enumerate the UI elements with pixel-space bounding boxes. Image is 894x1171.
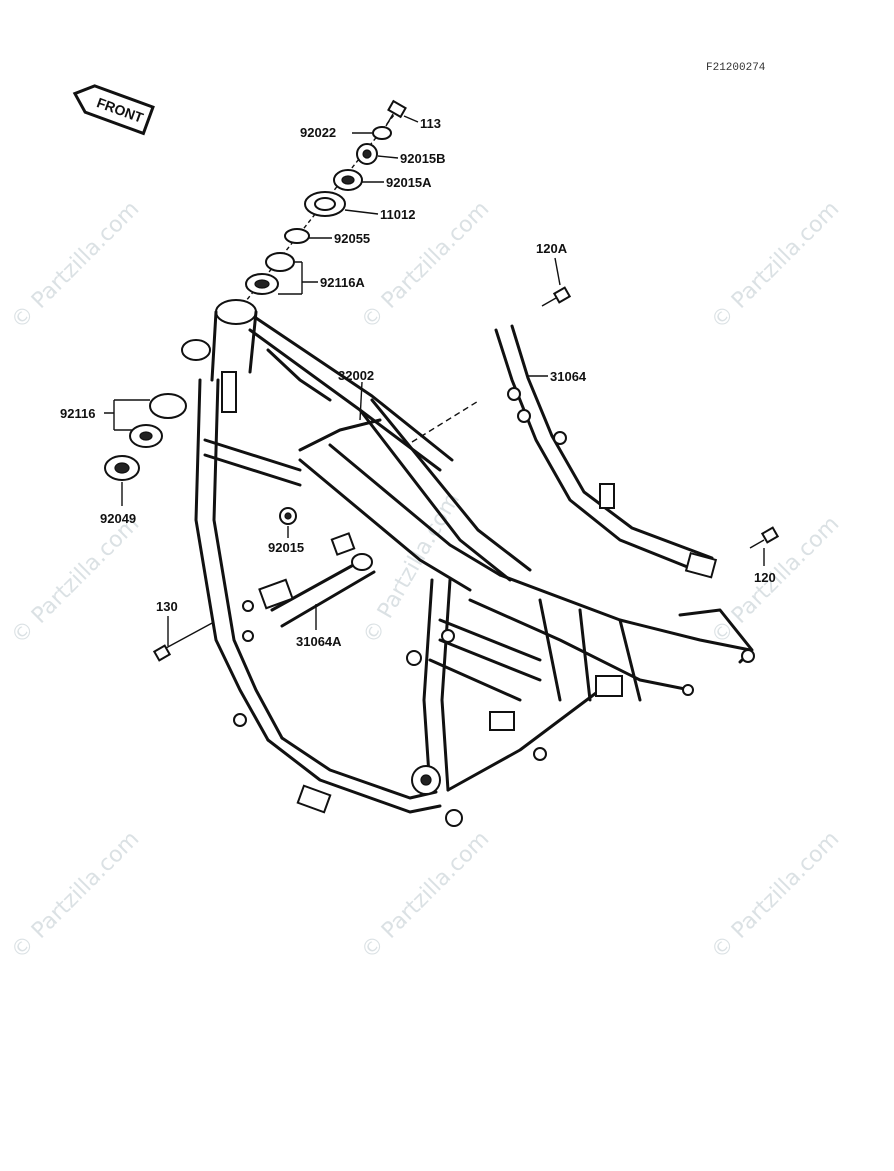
- callout-92055: 92055: [334, 231, 370, 246]
- callout-32002: 32002: [338, 368, 374, 383]
- bolt-120a-part: [541, 286, 572, 307]
- watermark: © Partzilla.com: [357, 827, 495, 965]
- callout-31064: 31064: [550, 369, 587, 384]
- bearing-92116-upper: [149, 393, 187, 419]
- watermark: © Partzilla.com: [7, 197, 145, 335]
- callout-92015b: 92015B: [400, 151, 446, 166]
- callout-130: 130: [156, 599, 178, 614]
- callout-92015: 92015: [268, 540, 304, 555]
- oring-92055-part: [284, 228, 310, 244]
- nut-92015a-part: [333, 169, 363, 191]
- callout-92116: 92116: [60, 406, 95, 421]
- callout-120a: 120A: [536, 241, 568, 256]
- side-rail-31064: [411, 324, 718, 579]
- bearing-92116a-part: [245, 252, 295, 295]
- callout-92116a: 92116A: [320, 275, 365, 290]
- nut-92015-part: [279, 507, 297, 525]
- bolt-113-part: [385, 99, 407, 127]
- watermark: © Partzilla.com: [707, 827, 845, 965]
- nut-92015b-part: [356, 143, 378, 165]
- watermark: © Partzilla.com: [707, 197, 845, 335]
- lower-bearings: [104, 393, 187, 481]
- callout-92022: 92022: [300, 125, 336, 140]
- front-arrow-icon: FRONT: [72, 84, 155, 136]
- callout-labels: 113 92022 92015B 92015A 11012 92055 9211…: [60, 116, 776, 649]
- callout-92015a: 92015A: [386, 175, 432, 190]
- callout-92049: 92049: [100, 511, 136, 526]
- callout-113: 113: [420, 116, 441, 131]
- leader-lines: [104, 115, 765, 646]
- washer-92022-part: [372, 126, 392, 140]
- callout-11012: 11012: [380, 207, 415, 222]
- callout-120: 120: [754, 570, 776, 585]
- cross-tube-31064a: [258, 532, 376, 628]
- watermark: © Partzilla.com: [7, 512, 145, 650]
- watermarks: © Partzilla.com © Partzilla.com © Partzi…: [7, 197, 845, 965]
- cap-11012-part: [304, 191, 346, 217]
- steering-stack: [233, 99, 407, 317]
- bolt-120-part: [749, 526, 780, 549]
- watermark: © Partzilla.com: [7, 827, 145, 965]
- watermark: © Partzilla.com: [357, 197, 495, 335]
- main-frame-32002: [181, 299, 755, 827]
- bolt-130-part: [152, 621, 215, 662]
- callout-31064a: 31064A: [296, 634, 342, 649]
- diagram-code: F21200274: [706, 62, 766, 74]
